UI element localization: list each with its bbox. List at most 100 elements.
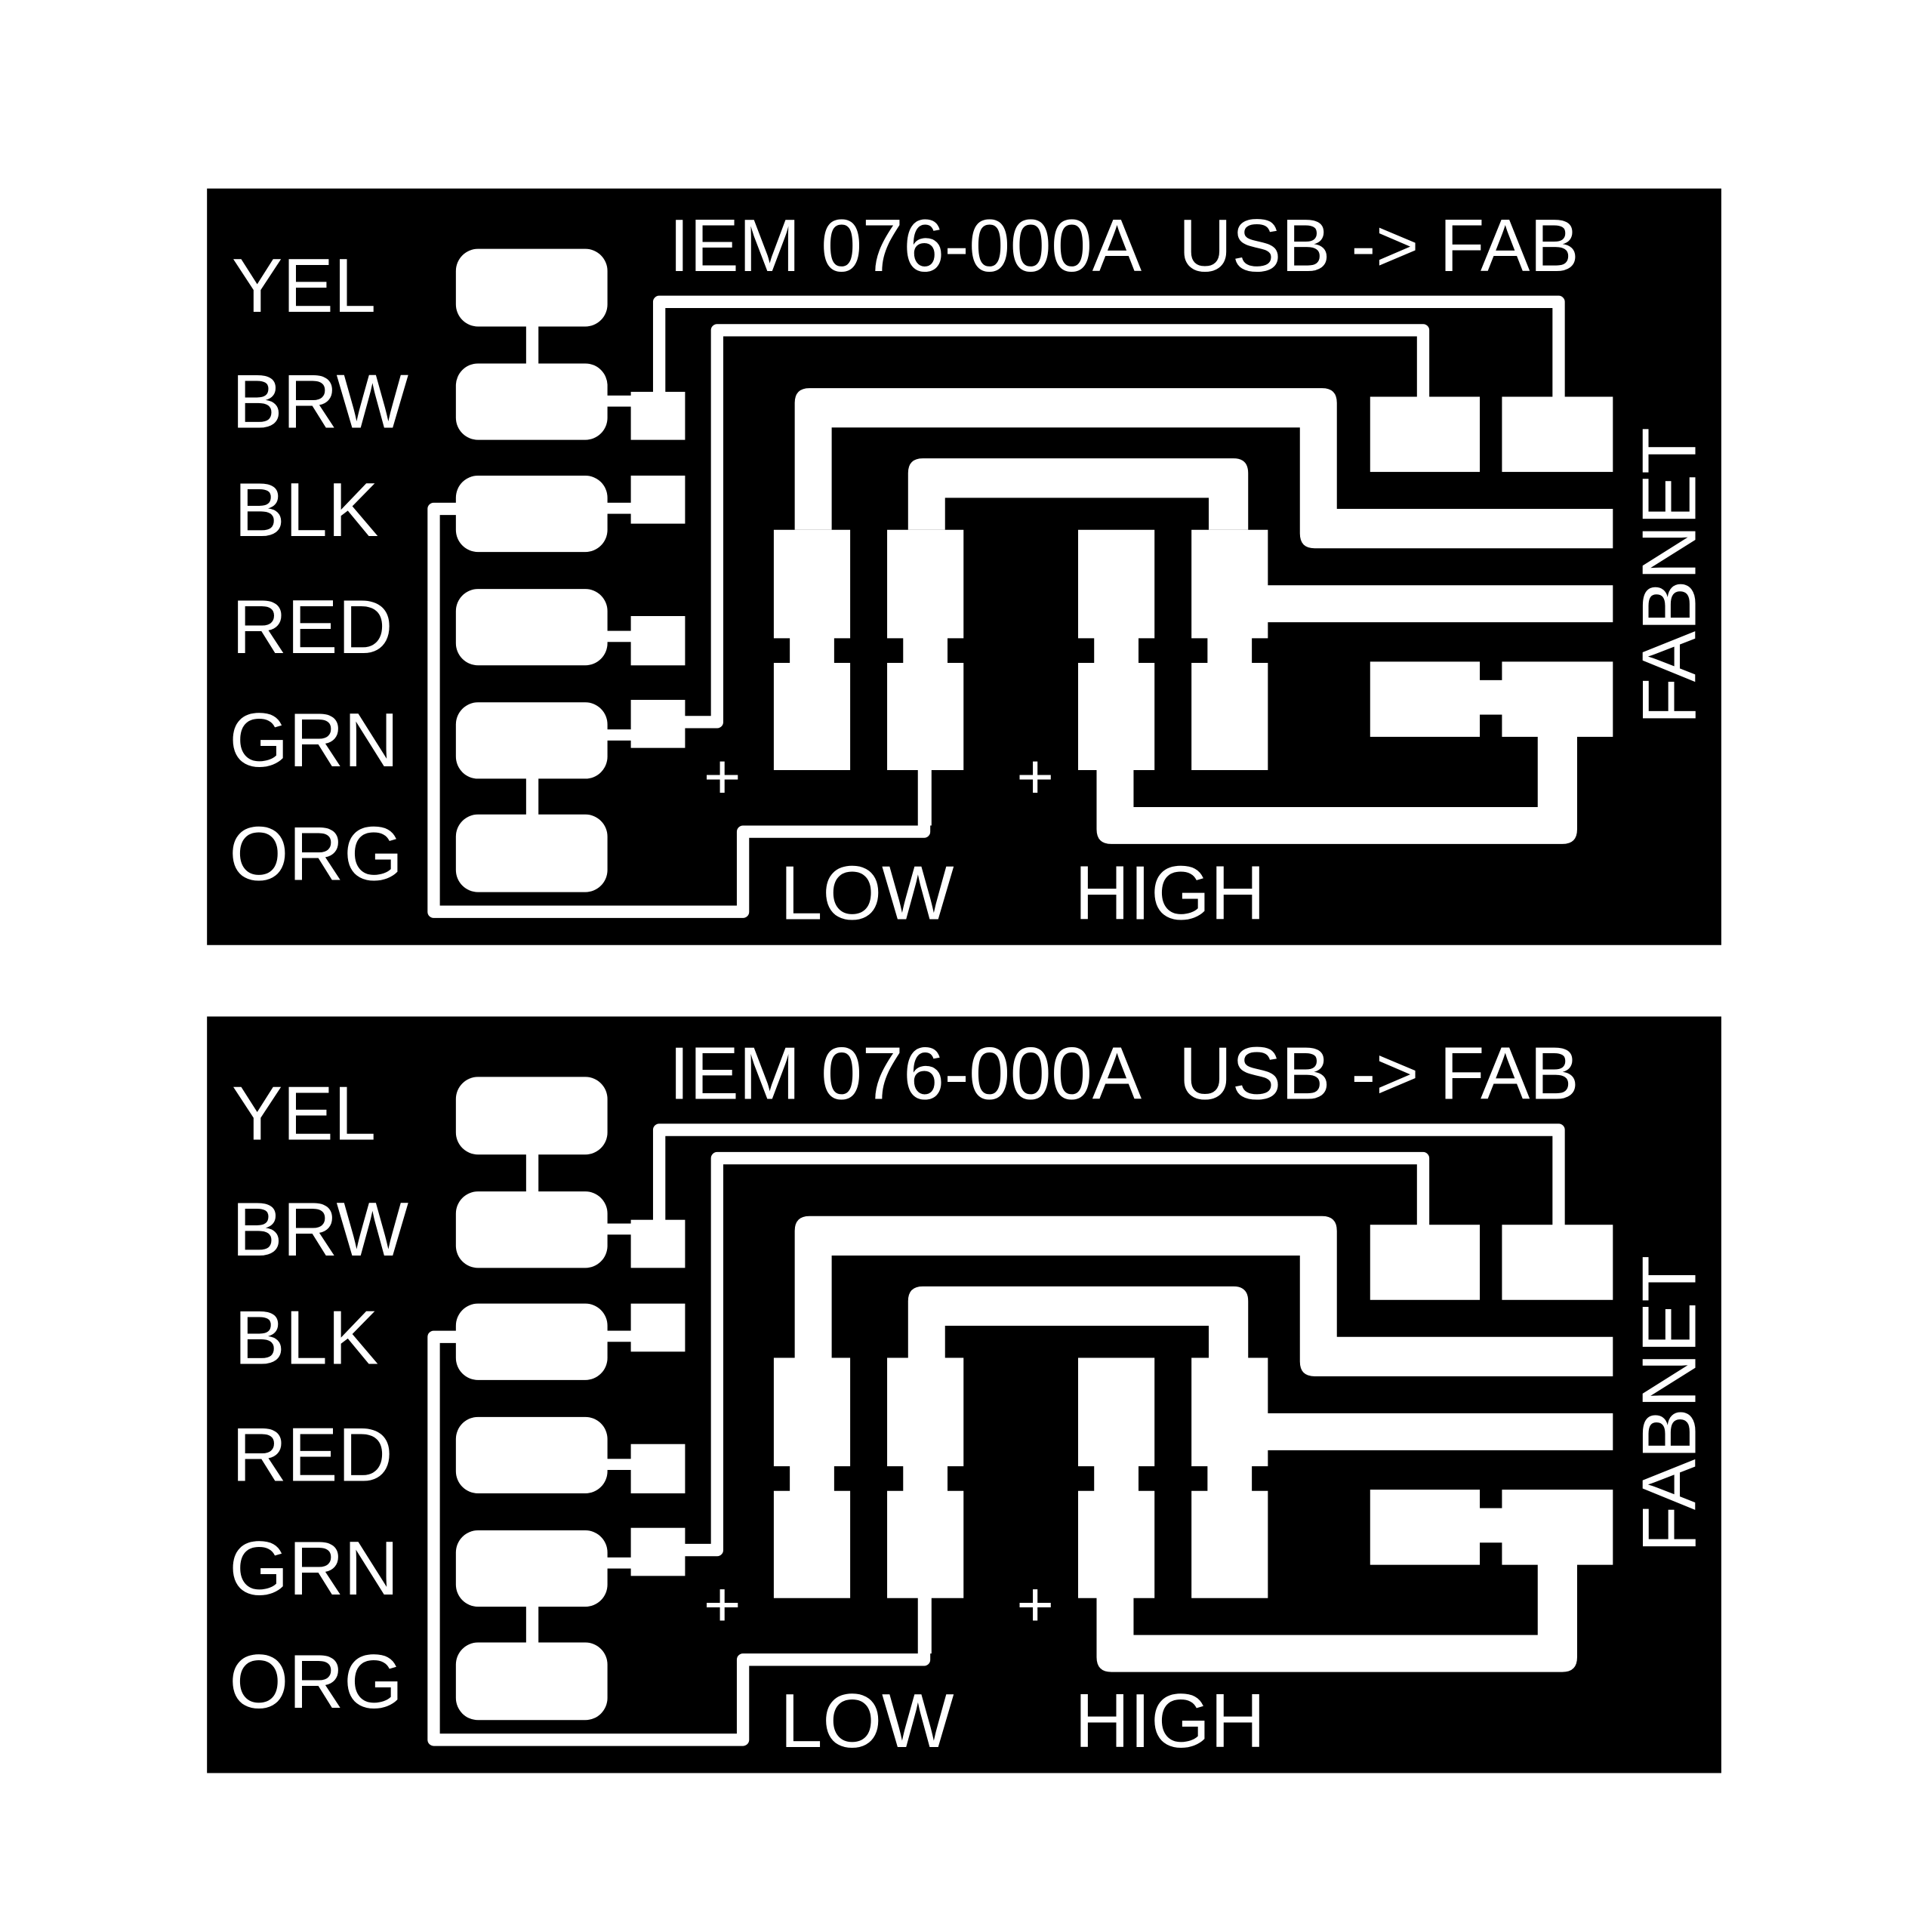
resistor-low-plus [773,1357,851,1598]
bridge-yel-brw [525,1148,539,1198]
resistor-pad [887,1357,964,1467]
resistor-pad [1191,663,1268,771]
resistor-pad [1191,1490,1268,1598]
stub-red [603,1459,635,1470]
smd-pad-grn [630,699,686,748]
low-return-stub [917,1592,932,1654]
smd-pad-red [630,1444,686,1494]
resistor-low-minus [887,529,964,826]
pcb-board: IEM 076-000A USB -> FAB YEL BRW BLK RED … [207,1016,1721,1773]
wire-label-blk: BLK [234,467,378,553]
resistor-pad [1078,529,1155,639]
fabnet-pad-4 [1502,661,1613,737]
resistor-pad [887,529,964,639]
board-title: IEM 076-000A USB -> FAB [669,1032,1579,1115]
resistor-pad [773,529,851,639]
stub-grn [603,1557,635,1569]
wire-pad-brw [455,363,608,440]
resistor-low-minus [887,1357,964,1654]
fabnet-pad-bridge [1476,1508,1506,1543]
resistor-body [1207,634,1253,667]
stub-brw [603,1223,635,1235]
fabnet-pad-2 [1502,1225,1613,1300]
wire-label-org: ORG [230,811,403,896]
resistor-pad [887,1490,964,1598]
trace-high-return [1096,1561,1577,1672]
smd-pad-red [630,616,686,666]
trace-brw-fabnet [652,1123,1565,1235]
plus-sign-low: + [704,1568,741,1640]
resistor-body [790,634,834,667]
resistor-high-plus [1078,1357,1155,1598]
pcb-board: IEM 076-000A USB -> FAB YEL BRW BLK RED … [207,188,1721,945]
wire-label-brw: BRW [232,359,409,444]
bridge-yel-brw [525,320,539,370]
trace-high-return [1096,733,1577,844]
stub-blk [603,1330,635,1342]
trace-grn-fabnet [676,1151,1430,1557]
resistor-high-plus [1078,529,1155,771]
wire-pad-grn [455,702,608,779]
fabnet-pad-3 [1370,1490,1481,1565]
trace-high-fabnet [1262,585,1613,623]
wire-pad-blk [455,475,608,553]
resistor-pad [1191,1357,1268,1467]
stub-grn [603,729,635,741]
wire-label-org: ORG [230,1639,403,1724]
wire-label-yel: YEL [232,1071,376,1157]
wire-label-yel: YEL [232,243,376,328]
resistor-pad [1078,1490,1155,1598]
trace-low-high-bridge [907,1286,1249,1358]
smd-pad-blk [630,1303,686,1352]
resistor-pad [1078,1357,1155,1467]
fabnet-pad-2 [1502,396,1613,473]
resistor-body [790,1462,834,1495]
low-return-stub [917,763,932,826]
high-label: HIGH [1074,850,1265,935]
resistor-body [903,634,948,667]
resistor-body [903,1462,948,1495]
plus-sign-low: + [704,741,741,812]
smd-pad-blk [630,475,686,524]
resistor-pad [887,663,964,771]
trace-low-high-bridge [907,458,1249,530]
fabnet-pad-1 [1370,1225,1481,1300]
fabnet-pad-1 [1370,396,1481,473]
wire-pad-grn [455,1530,608,1607]
fabnet-label: FABNET [1627,427,1712,725]
trace-blk-low [427,502,931,918]
resistor-pad [773,1357,851,1467]
wire-label-grn: GRN [230,698,399,783]
wire-pad-red [455,1416,608,1494]
resistor-pad [773,663,851,771]
resistor-body [1094,1462,1139,1495]
wire-label-red: RED [232,584,393,670]
fabnet-pad-4 [1502,1490,1613,1565]
trace-blk-low [427,1330,931,1746]
resistor-body [1207,1462,1253,1495]
bridge-grn-org [525,1600,539,1650]
wire-label-red: RED [232,1413,393,1498]
resistor-low-plus [773,529,851,771]
stub-blk [603,502,635,514]
fabnet-label: FABNET [1627,1256,1712,1553]
plus-sign-high: + [1016,1568,1054,1640]
stub-brw [603,395,635,407]
board-title: IEM 076-000A USB -> FAB [669,204,1579,287]
wire-pad-org [455,814,608,892]
trace-brw-fabnet [652,295,1565,407]
resistor-high-minus [1191,529,1268,771]
fabnet-pad-bridge [1476,679,1506,715]
wire-label-grn: GRN [230,1526,399,1611]
resistor-body [1094,634,1139,667]
high-label: HIGH [1074,1678,1265,1764]
wire-label-blk: BLK [234,1296,378,1381]
resistor-pad [1191,529,1268,639]
wire-pad-yel [455,248,608,327]
low-label: LOW [780,850,954,935]
low-label: LOW [780,1678,954,1764]
smd-pad-grn [630,1527,686,1576]
stub-red [603,630,635,642]
plus-sign-high: + [1016,741,1054,812]
